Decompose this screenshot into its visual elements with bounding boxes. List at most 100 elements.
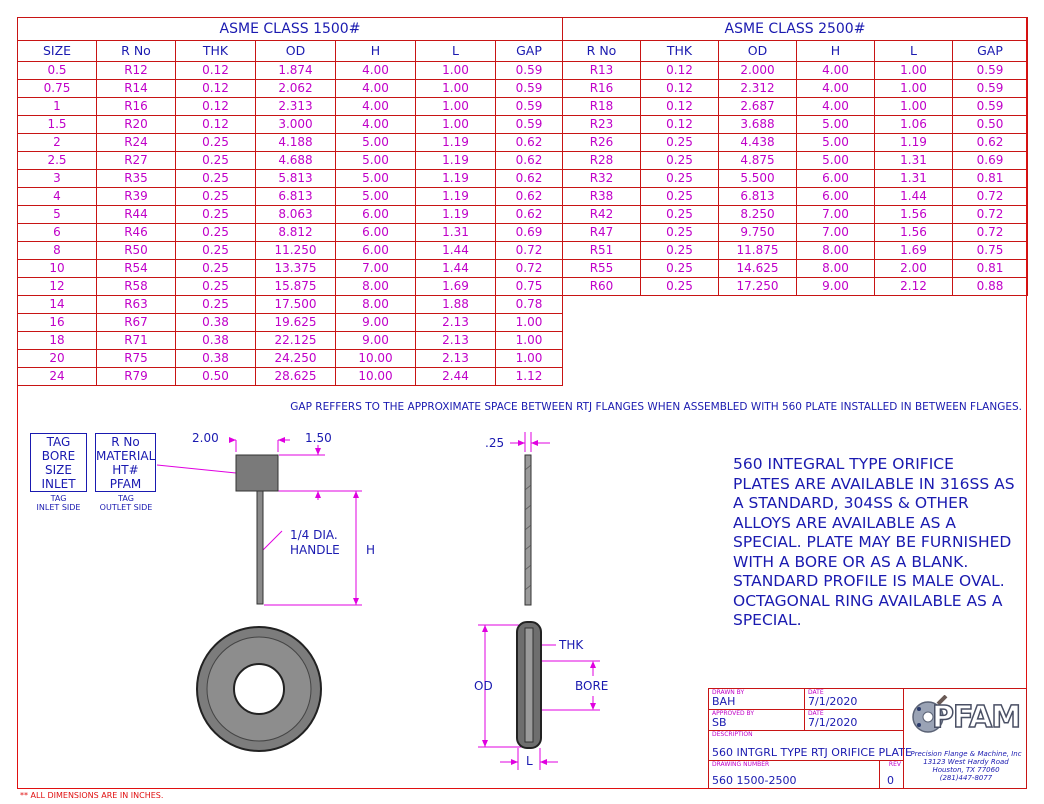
- table-cell: R50: [96, 241, 176, 260]
- table-cell: 0.25: [175, 259, 256, 278]
- description-label: DESCRIPTION: [712, 731, 753, 738]
- spec-note-line-5: SPECIAL. PLATE MAY BE FURNISHED: [733, 533, 1012, 551]
- date-1-cell: DATE 7/1/2020: [804, 688, 904, 710]
- table-cell: 1.12: [495, 367, 563, 386]
- table-cell: 0.59: [952, 61, 1028, 80]
- dim-handle-2: HANDLE: [290, 543, 340, 557]
- dim-arrow: [315, 491, 321, 498]
- tag-inlet-line-3: SIZE: [45, 463, 72, 477]
- table-cell: 10: [17, 259, 97, 278]
- table-cell: R14: [96, 79, 176, 98]
- date-2-value: 7/1/2020: [808, 716, 858, 729]
- table-cell: 2.44: [415, 367, 496, 386]
- table-cell: 0.72: [952, 205, 1028, 224]
- tag-inlet-line-2: BORE: [41, 449, 76, 463]
- dim-l-label: L: [526, 754, 533, 768]
- table-cell: 17.500: [255, 295, 336, 314]
- dim-arrow: [590, 661, 596, 668]
- table-cell: 4.00: [335, 79, 416, 98]
- table-cell: R75: [96, 349, 176, 368]
- tag-outlet-line-2: MATERIAL: [96, 449, 156, 463]
- table-cell: R46: [96, 223, 176, 242]
- dim-arrow: [511, 759, 518, 765]
- tag-inlet-caption: TAG INLET SIDE: [22, 494, 95, 512]
- table-cell: 6.00: [335, 241, 416, 260]
- table-cell: 5.00: [335, 169, 416, 188]
- dim-tag-width: 2.00: [192, 431, 219, 445]
- table-cell: 9.00: [796, 277, 875, 296]
- table-cell: 1.31: [415, 223, 496, 242]
- table-cell: 4.688: [255, 151, 336, 170]
- drawing-number-label: DRAWING NUMBER: [712, 761, 770, 768]
- table-cell: 2.13: [415, 349, 496, 368]
- tag-inlet-line-4: INLET: [41, 477, 76, 491]
- table-cell: 0.12: [640, 61, 719, 80]
- company-cell: PFAM Precision Flange & Machine, Inc 131…: [903, 688, 1027, 789]
- footer-note: ** ALL DIMENSIONS ARE IN INCHES.: [20, 791, 164, 800]
- table-cell: 0.75: [495, 277, 563, 296]
- date-1-label: DATE: [808, 689, 824, 696]
- date-2-label: DATE: [808, 710, 824, 717]
- table-cell: 0.12: [175, 97, 256, 116]
- table-cell: 5.00: [796, 115, 875, 134]
- table-cell: 0.72: [952, 187, 1028, 206]
- description-cell: DESCRIPTION 560 INTGRL TYPE RTJ ORIFICE …: [708, 730, 912, 761]
- table-cell: 5.500: [718, 169, 797, 188]
- drawn-by-value: BAH: [712, 695, 736, 708]
- table-cell: 1.00: [415, 79, 496, 98]
- dim-handle-1: 1/4 DIA.: [290, 528, 338, 542]
- table-cell: 0.59: [495, 97, 563, 116]
- side-plate-web: [524, 627, 534, 743]
- column-header: GAP: [952, 40, 1028, 62]
- table-cell: 4.00: [335, 97, 416, 116]
- table-cell: 0.75: [17, 79, 97, 98]
- flange-logo-icon: [912, 695, 948, 733]
- table-cell: 28.625: [255, 367, 336, 386]
- tag-leader-line: [156, 464, 237, 474]
- table-cell: 5.00: [335, 151, 416, 170]
- table-cell: 0.62: [495, 151, 563, 170]
- spec-note-line-2: PLATES ARE AVAILABLE IN 316SS AS: [733, 474, 1015, 493]
- tag-outlet-caption: TAG OUTLET SIDE: [92, 494, 160, 512]
- table-cell: 7.00: [796, 223, 875, 242]
- rev-label: REV: [888, 761, 901, 768]
- table-cell: 0.25: [640, 277, 719, 296]
- company-phone: (281)447-8077: [939, 774, 993, 782]
- table-cell: 0.78: [495, 295, 563, 314]
- rev-value: 0: [887, 774, 894, 787]
- plate-bore: [233, 663, 285, 715]
- table-cell: 5.00: [796, 133, 875, 152]
- dim-arrow: [353, 491, 359, 498]
- dim-od-label: OD: [474, 679, 493, 693]
- tag-outlet-line-3: HT#: [112, 463, 139, 477]
- dim-arrow: [482, 625, 488, 632]
- table-cell: 0.25: [175, 241, 256, 260]
- table-cell: 17.250: [718, 277, 797, 296]
- handle-leader-line: [261, 530, 283, 552]
- table-cell: R67: [96, 313, 176, 332]
- side-plate-handle: [524, 454, 532, 606]
- dim-arrow: [315, 448, 321, 455]
- company-address-1: 13123 West Hardy Road: [923, 758, 1009, 766]
- dim-h-label: H: [366, 543, 376, 557]
- tag-outlet-line-1: R No: [111, 435, 140, 449]
- tag-inlet-box: TAG BORE SIZE INLET: [30, 433, 87, 492]
- column-header: SIZE: [17, 40, 97, 62]
- table-cell: R51: [562, 241, 641, 260]
